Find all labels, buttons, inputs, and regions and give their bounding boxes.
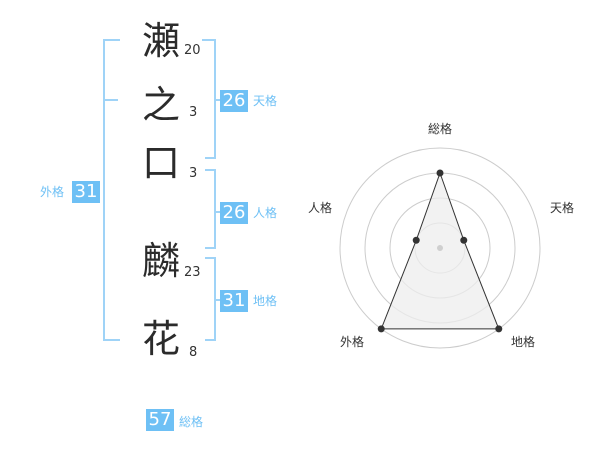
outer-bracket [103, 39, 120, 341]
ten-kaku-label: 天格 [253, 94, 278, 108]
chi-bracket [205, 257, 220, 341]
stroke-count-5: 8 [189, 345, 198, 360]
sou-kaku-badge: 57 [146, 409, 174, 431]
gai-kaku-badge: 31 [72, 181, 100, 203]
chi-kaku-badge: 31 [220, 290, 248, 312]
gai-kaku-label: 外格 [40, 185, 65, 199]
sou-kaku-label: 総格 [179, 415, 204, 429]
jin-kaku-label: 人格 [253, 206, 278, 220]
radar-point-2 [495, 325, 503, 333]
ten-bracket [202, 39, 220, 159]
stroke-count-2: 3 [189, 105, 198, 120]
radar-point-0 [436, 169, 444, 177]
name-char-3: 口 [142, 141, 181, 185]
radar-chart [339, 147, 541, 349]
radar-axis-label-chi: 地格 [511, 335, 536, 349]
jin-kaku-badge: 26 [220, 202, 248, 224]
radar-point-4 [412, 236, 420, 244]
stroke-count-3: 3 [189, 166, 198, 181]
radar-grid-ring [339, 147, 541, 349]
radar-center-dot [437, 245, 443, 251]
radar-axis-label-jin: 人格 [308, 201, 333, 215]
radar-axis-label-ten: 天格 [550, 201, 575, 215]
radar-point-1 [460, 236, 468, 244]
ten-kaku-badge: 26 [220, 90, 248, 112]
stroke-count-4: 23 [184, 265, 201, 280]
chi-kaku-label: 地格 [253, 294, 278, 308]
jin-bracket [205, 169, 220, 249]
name-char-4: 麟 [142, 239, 181, 283]
radar-axis-label-gai: 外格 [340, 335, 365, 349]
name-char-5: 花 [142, 317, 181, 361]
radar-point-3 [377, 325, 385, 333]
name-char-1: 瀬 [142, 19, 181, 63]
name-char-2: 之 [142, 83, 181, 127]
stroke-count-1: 20 [184, 43, 201, 58]
radar-axis-label-sou: 総格 [428, 122, 453, 136]
